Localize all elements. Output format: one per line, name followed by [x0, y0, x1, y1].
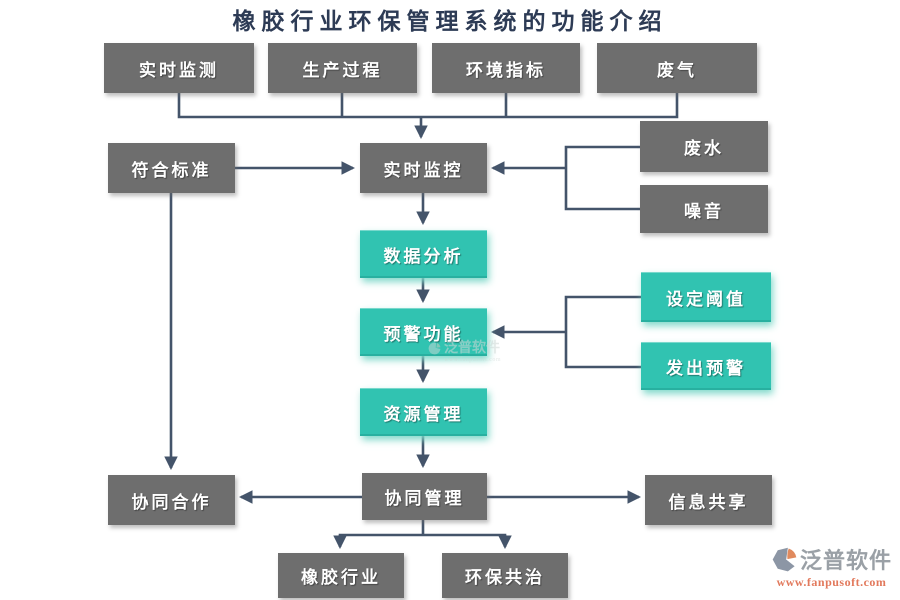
node-rubber-industry: 橡胶行业 [278, 553, 404, 598]
node-noise: 噪音 [640, 185, 768, 233]
node-env-indicators: 环境指标 [432, 43, 580, 93]
node-monitor-realtime: 实时监测 [104, 43, 254, 93]
node-realtime-monitoring: 实时监控 [360, 143, 487, 193]
logo-site-url: www.fanpusoft.com [776, 575, 887, 589]
node-collaborative-management: 协同管理 [362, 473, 487, 520]
node-meet-standards: 符合标准 [108, 143, 235, 193]
node-set-threshold: 设定阈值 [641, 272, 771, 322]
connector-water-noise-bracket [564, 145, 640, 211]
page-title: 橡胶行业环保管理系统的功能介绍 [232, 9, 668, 34]
node-resource-management: 资源管理 [360, 388, 487, 436]
node-warning-function: 预警功能 [360, 308, 487, 356]
node-data-analysis: 数据分析 [360, 230, 487, 278]
logo-brand-text: 泛普软件 [799, 548, 892, 573]
node-issue-warning: 发出预警 [641, 342, 771, 390]
connector-top-bracket [177, 93, 679, 119]
node-env-cogovernance: 环保共治 [442, 553, 568, 598]
node-waste-water: 废水 [640, 121, 768, 172]
connector-threshold-bracket [564, 295, 641, 369]
fanpu-logo-icon [772, 547, 797, 571]
node-collaboration: 协同合作 [108, 475, 235, 525]
node-production-process: 生产过程 [268, 43, 417, 93]
node-waste-gas: 废气 [597, 43, 757, 93]
connector-bottom-split [338, 520, 507, 537]
watermark-sub-text: www.fanpusoft.com [444, 357, 502, 363]
node-info-sharing: 信息共享 [645, 475, 772, 525]
fanpu-logo: 泛普软件 www.fanpusoft.com [771, 543, 892, 590]
